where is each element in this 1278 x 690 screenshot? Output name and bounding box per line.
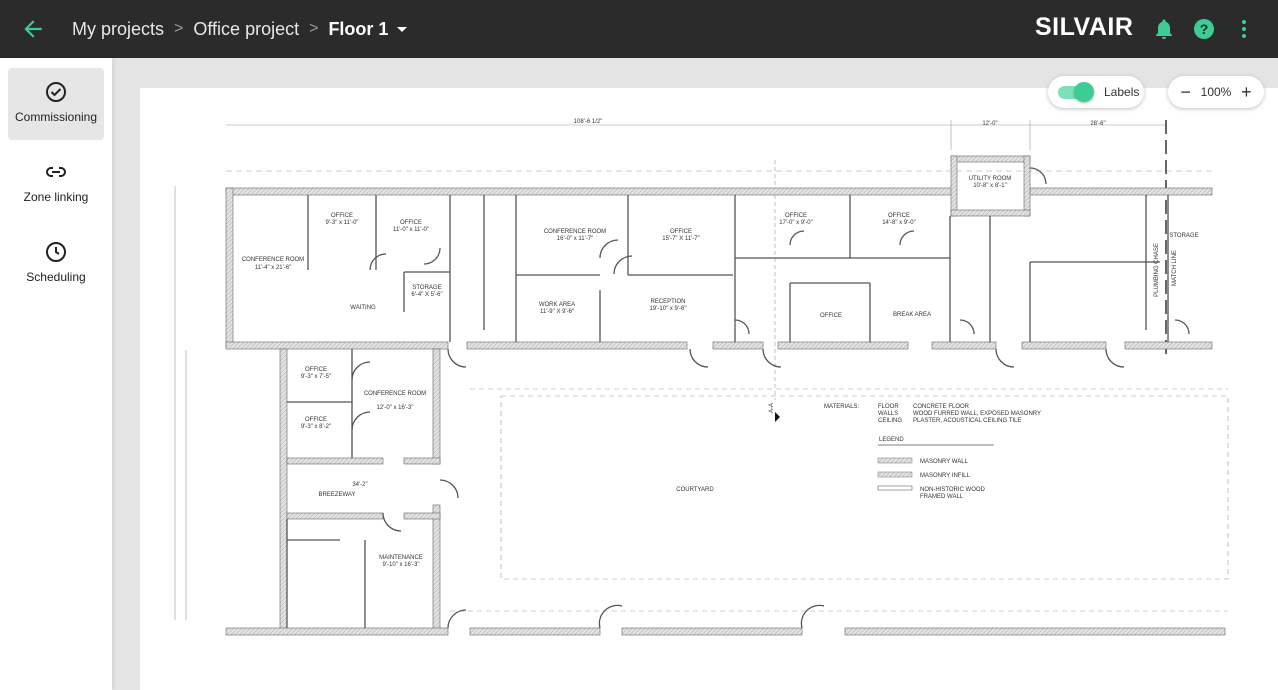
labels-toggle-control: Labels: [1048, 76, 1144, 108]
material-value: WOOD FURRED WALL, EXPOSED MASONRY: [913, 411, 1041, 417]
sidebar-item-zone-linking[interactable]: Zone linking: [8, 148, 104, 220]
room-size: 11'-0" x 11'-0": [393, 227, 429, 233]
room-size: 9'-3" x 7'-5": [301, 374, 331, 380]
room-size: 17'-0" x 9'-0": [779, 220, 813, 226]
dimension-label: 34'-2": [352, 482, 367, 488]
room-name: MATCH LINE: [1172, 250, 1178, 286]
room-name: OFFICE: [670, 229, 692, 235]
materials-note: MATERIALS: FLOOR CONCRETE FLOOR WALLS WOOD…: [824, 404, 1041, 424]
section-arrow-icon: [775, 412, 780, 422]
section-mark: A-A: [769, 403, 775, 413]
sidebar-item-label: Scheduling: [26, 270, 86, 284]
room-name: CONFERENCE ROOM: [364, 391, 426, 397]
legend: LEGEND MASONRY WALL MASONRY INFILL NON-H…: [877, 437, 994, 500]
chevron-right-icon: >: [174, 20, 184, 37]
svg-text:?: ?: [1200, 21, 1209, 37]
sidebar-item-label: Zone linking: [23, 190, 89, 204]
room-name: RECEPTION: [650, 299, 685, 305]
room-size: 10'-8" x 8'-1": [973, 183, 1007, 189]
chevron-right-icon: >: [309, 20, 319, 37]
sidebar-item-label: Commissioning: [14, 110, 98, 124]
room-name: MAINTENANCE: [379, 555, 423, 561]
legend-item: MASONRY INFILL: [920, 473, 970, 479]
room-size: 16'-0" x 11'-7": [557, 236, 593, 242]
breadcrumb-office-project[interactable]: Office project: [193, 18, 300, 39]
material-key: WALLS: [878, 411, 898, 417]
more-vert-icon[interactable]: [1232, 17, 1256, 41]
room-name: BREEZEWAY: [318, 492, 355, 498]
room-name: CONFERENCE ROOM: [242, 257, 304, 263]
legend-item: FRAMED WALL: [920, 494, 964, 500]
room-size: 19'-10" x 9'-6": [650, 306, 687, 312]
legend-item: NON-HISTORIC WOOD: [920, 487, 986, 493]
silvair-logo: SILVAIR: [1035, 13, 1134, 41]
bell-icon[interactable]: [1152, 17, 1176, 41]
check-circle-icon: [46, 82, 66, 102]
room-name: OFFICE: [785, 213, 807, 219]
walls: [225, 155, 1226, 636]
room-name: OFFICE: [400, 220, 422, 226]
room-size: 9'-10" x 16'-3": [383, 562, 420, 568]
room-name: UTILITY ROOM: [969, 176, 1012, 182]
legend-item: MASONRY WALL: [920, 459, 969, 465]
breadcrumb: My projects > Office project > Floor 1: [72, 0, 408, 58]
room-size: 9'-3" x 11'-0": [325, 220, 358, 226]
room-name: OFFICE: [305, 417, 327, 423]
breadcrumb-my-projects[interactable]: My projects: [72, 18, 165, 39]
material-value: CONCRETE FLOOR: [913, 404, 970, 410]
room-name: STORAGE: [1169, 233, 1198, 239]
room-size: 12'-0" x 16'-3": [377, 405, 414, 411]
materials-title: MATERIALS:: [824, 404, 860, 410]
sidebar: Commissioning Zone linking Scheduling: [0, 58, 112, 690]
room-name: OFFICE: [888, 213, 910, 219]
room-size: 15'-7" X 11'-7": [662, 236, 699, 242]
material-key: FLOOR: [878, 404, 899, 410]
room-name: OFFICE: [820, 313, 842, 319]
room-name: COURTYARD: [676, 487, 714, 493]
dimension-label: 108'-6 1/2": [574, 119, 603, 125]
room-name: WORK AREA: [539, 302, 575, 308]
floor-label: Floor 1: [328, 18, 389, 39]
material-value: PLASTER, ACOUSTICAL CEILING TILE: [913, 418, 1021, 424]
help-icon[interactable]: ?: [1192, 17, 1216, 41]
dimension-label: 12'-0": [982, 121, 997, 127]
room-name: OFFICE: [305, 367, 327, 373]
dimension-labels: 108'-6 1/2" 12'-0" 28'-6" 34'-2": [352, 119, 1105, 488]
room-size: 11'-4" x 21'-6": [255, 265, 291, 271]
caret-down-icon: [397, 27, 408, 33]
room-name: PLUMBING CHASE: [1154, 243, 1160, 297]
room-size: 9'-3" x 8'-2": [301, 424, 331, 430]
room-size: 14'-8" x 9'-0": [882, 220, 916, 226]
labels-toggle[interactable]: [1058, 82, 1094, 102]
room-name: BREAK AREA: [893, 312, 931, 318]
room-size: 6'-4" X 5'-6": [411, 292, 442, 298]
partitions: [286, 167, 1190, 629]
clock-icon: [46, 242, 66, 262]
dimension-label: 28'-6": [1090, 121, 1105, 127]
room-size: 11'-9" X 9'-6": [540, 309, 574, 315]
zoom-level: 100%: [1200, 85, 1232, 99]
top-bar: My projects > Office project > Floor 1 S…: [0, 0, 1278, 58]
room-name: WAITING: [350, 305, 376, 311]
sidebar-item-scheduling[interactable]: Scheduling: [8, 228, 104, 300]
link-icon: [46, 167, 66, 177]
zoom-out-button[interactable]: −: [1180, 81, 1191, 102]
zoom-in-button[interactable]: +: [1241, 81, 1252, 102]
room-name: STORAGE: [412, 285, 441, 291]
legend-title: LEGEND: [879, 437, 904, 443]
floor-selector[interactable]: Floor 1: [328, 18, 408, 40]
sidebar-item-commissioning[interactable]: Commissioning: [8, 68, 104, 140]
zoom-control: − 100% +: [1168, 76, 1264, 108]
back-arrow-icon[interactable]: [20, 16, 46, 42]
labels-toggle-label: Labels: [1104, 85, 1140, 99]
room-name: OFFICE: [331, 213, 353, 219]
room-name: CONFERENCE ROOM: [544, 229, 606, 235]
material-key: CEILING: [878, 418, 902, 424]
